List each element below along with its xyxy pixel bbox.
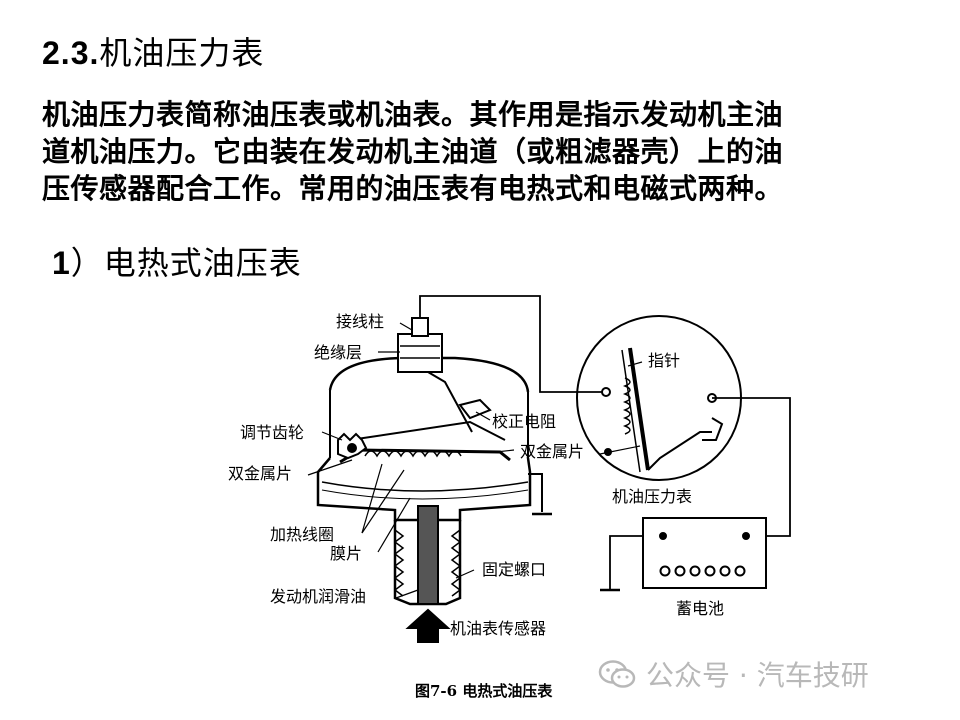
label-diaphragm: 膜片: [330, 544, 362, 563]
subsection-heading: 1）电热式油压表: [52, 238, 302, 284]
label-insulation-layer: 绝缘层: [314, 343, 362, 362]
watermark: 公众号 · 汽车技研: [598, 654, 869, 694]
watermark-text: 公众号 · 汽车技研: [646, 659, 869, 692]
label-bimetal-right: 双金属片: [520, 442, 584, 461]
section-heading: 2.3.机油压力表: [42, 28, 264, 74]
paragraph-line: 压传感器配合工作。常用的油压表有电热式和电磁式两种。: [42, 172, 784, 205]
section-title: 机油压力表: [99, 34, 265, 72]
label-heating-coil: 加热线圈: [270, 525, 334, 544]
wechat-icon: [598, 660, 636, 688]
label-calibration-resistor: 校正电阻: [492, 412, 556, 431]
label-sensor: 机油表传感器: [450, 619, 546, 638]
paragraph-line: 道机油压力。它由装在发动机主油道（或粗滤器壳）上的油: [42, 135, 784, 168]
label-adjusting-gear: 调节齿轮: [240, 423, 304, 442]
section-number: 2.3.: [42, 35, 100, 71]
subsection-title: ）电热式油压表: [70, 244, 302, 282]
intro-paragraph: 机油压力表简称油压表或机油表。其作用是指示发动机主油 道机油压力。它由装在发动机…: [42, 96, 892, 207]
label-pointer: 指针: [648, 351, 680, 370]
label-fixing-thread: 固定螺口: [482, 560, 546, 579]
subsection-number: 1: [52, 245, 71, 281]
label-terminal-post: 接线柱: [336, 312, 384, 331]
label-oil-gauge: 机油压力表: [612, 487, 692, 506]
figure-caption: 图7-6 电热式油压表: [415, 682, 553, 700]
label-engine-oil: 发动机润滑油: [270, 587, 366, 606]
label-bimetal-left: 双金属片: [228, 464, 292, 483]
paragraph-line: 机油压力表简称油压表或机油表。其作用是指示发动机主油: [42, 98, 784, 131]
label-battery: 蓄电池: [676, 599, 724, 618]
